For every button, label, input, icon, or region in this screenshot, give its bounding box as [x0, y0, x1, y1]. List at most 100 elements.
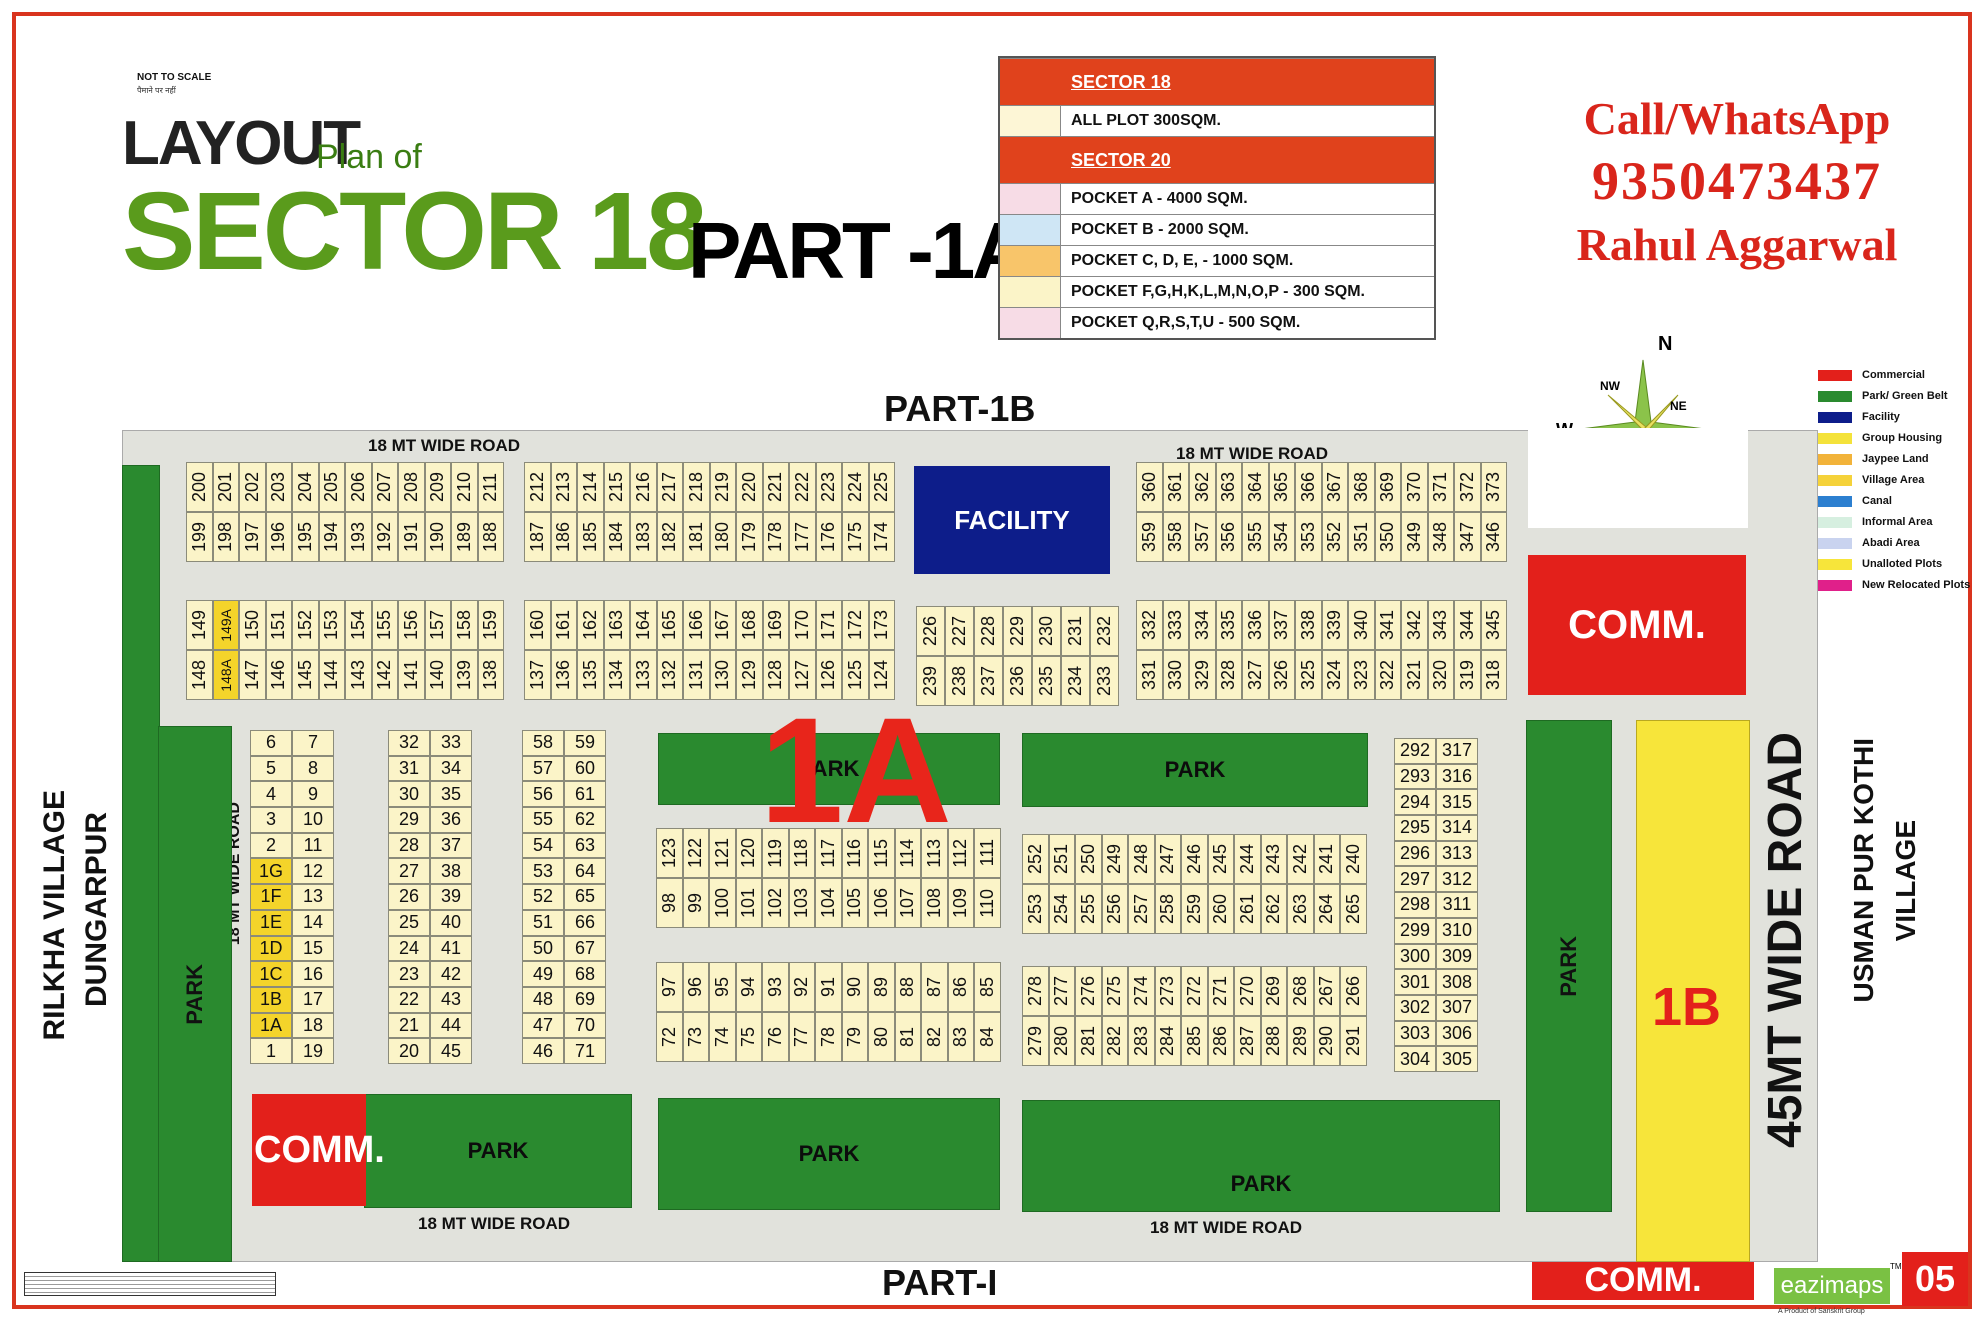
plot-number: 156	[400, 609, 421, 641]
plot-number: 238	[949, 665, 969, 697]
plot-number: 164	[632, 609, 653, 641]
plot-number: 327	[1244, 659, 1265, 691]
plot-number: 185	[579, 521, 600, 553]
plot-number: 86	[950, 976, 971, 998]
plot-cell: 348	[1427, 512, 1454, 562]
plot-cell: 1B	[250, 986, 292, 1013]
plot-cell: 1E	[250, 909, 292, 936]
plot-cell: 110	[974, 878, 1001, 928]
plot-number: 96	[685, 976, 706, 998]
plot-number: 333	[1165, 609, 1186, 641]
plot-number: 231	[1065, 615, 1085, 647]
plot-cell: 1F	[250, 884, 292, 910]
map-legend-label: Park/ Green Belt	[1862, 390, 1948, 402]
park-right-vertical: PARK	[1526, 720, 1612, 1212]
plot-cell: 73	[682, 1012, 709, 1062]
plot-cell: 243	[1260, 834, 1287, 884]
plot-cell: 233	[1090, 656, 1119, 706]
plot-number: 339	[1324, 609, 1345, 641]
map-legend-label: Canal	[1862, 495, 1892, 507]
plot-cell: 219	[709, 462, 736, 512]
plot-number: 372	[1456, 471, 1477, 503]
plot-cell: 42	[430, 961, 472, 987]
plot-cell: 192	[371, 512, 398, 562]
plot-number: 249	[1104, 843, 1125, 875]
plot-cell: 125	[842, 650, 869, 700]
plot-number: 318	[1483, 659, 1504, 691]
plot-cell: 225	[868, 462, 895, 512]
plot-cell: 7	[292, 730, 334, 756]
plot-number: 252	[1024, 843, 1045, 875]
plot-cell: 248	[1128, 834, 1155, 884]
plot-cell: 178	[762, 512, 789, 562]
plot-number: 351	[1350, 521, 1371, 553]
plot-number: 173	[871, 609, 892, 641]
plot-number: 343	[1430, 609, 1451, 641]
plot-cell: 194	[318, 512, 345, 562]
title-part: PART -1A	[688, 206, 1030, 295]
plot-cell: 128	[762, 650, 789, 700]
plot-number: 262	[1263, 893, 1284, 925]
plot-cell: 25	[388, 909, 430, 936]
plot-number: 87	[923, 976, 944, 998]
plot-cell: 327	[1242, 650, 1269, 700]
plot-cell: 134	[603, 650, 630, 700]
plot-number: 335	[1218, 609, 1239, 641]
plot-number: 245	[1210, 843, 1231, 875]
plot-number: 120	[738, 837, 759, 869]
map-legend-item: Park/ Green Belt	[1818, 386, 1970, 406]
map-border	[12, 12, 1972, 1309]
plot-cell: 272	[1181, 966, 1208, 1016]
plot-cell: 238	[945, 656, 974, 706]
plot-cell: 41	[430, 935, 472, 962]
plot-cell: 211	[477, 462, 504, 512]
map-legend-label: Village Area	[1862, 474, 1925, 486]
plot-cell: 151	[265, 600, 292, 650]
plot-cell: 189	[451, 512, 478, 562]
green-belt-left	[122, 465, 160, 1262]
plot-number: 267	[1316, 975, 1337, 1007]
plot-cell: 261	[1234, 884, 1261, 934]
plot-cell: 344	[1454, 600, 1481, 650]
plot-cell: 221	[762, 462, 789, 512]
plot-number: 323	[1350, 659, 1371, 691]
plot-cell: 308	[1436, 969, 1478, 995]
plot-number: 268	[1289, 975, 1310, 1007]
plot-number: 368	[1350, 471, 1371, 503]
map-legend-label: New Relocated Plots	[1862, 579, 1971, 591]
plot-cell: 323	[1348, 650, 1375, 700]
plot-number: 346	[1483, 521, 1504, 553]
plot-number: 235	[1036, 665, 1056, 697]
plot-cell: 315	[1436, 789, 1478, 816]
contact-phone[interactable]: 9350473437	[1592, 151, 1882, 211]
plot-number: 210	[453, 471, 474, 503]
plot-cell: 215	[603, 462, 630, 512]
plot-cell: 48	[522, 986, 564, 1013]
plot-cell: 154	[345, 600, 372, 650]
plot-cell: 193	[345, 512, 372, 562]
plot-cell: 90	[841, 962, 868, 1012]
plot-cell: 235	[1032, 656, 1061, 706]
plot-number: 76	[764, 1026, 785, 1048]
plot-number: 130	[712, 659, 733, 691]
plot-number: 100	[711, 887, 732, 919]
map-legend-swatch	[1818, 516, 1852, 528]
plot-cell: 109	[947, 878, 974, 928]
plot-number: 369	[1377, 471, 1398, 503]
plot-number: 72	[658, 1026, 679, 1048]
plot-cell: 281	[1075, 1016, 1102, 1066]
plot-cell: 371	[1427, 462, 1454, 512]
plot-cell: 368	[1348, 462, 1375, 512]
plot-cell: 321	[1401, 650, 1428, 700]
map-legend-swatch	[1818, 453, 1852, 465]
plot-cell: 180	[709, 512, 736, 562]
park-label: PARK	[798, 1141, 860, 1166]
plot-number: 110	[976, 888, 997, 918]
plot-number: 247	[1157, 843, 1178, 875]
plot-cell: 56	[522, 781, 564, 808]
not-to-scale-label: NOT TO SCALE	[137, 72, 212, 83]
plot-cell: 298	[1394, 892, 1436, 918]
